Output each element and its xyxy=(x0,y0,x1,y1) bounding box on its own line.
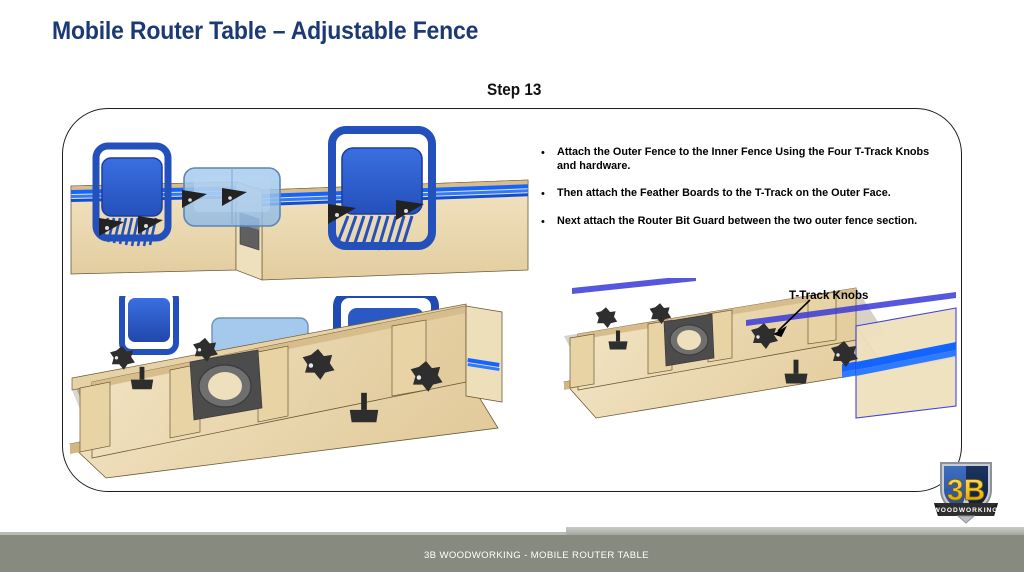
bullet-icon: • xyxy=(541,216,545,229)
feather-board-left xyxy=(92,142,172,247)
list-item-text: Attach the Outer Fence to the Inner Fenc… xyxy=(557,146,930,172)
bullet-icon: • xyxy=(541,147,545,159)
list-item: • Next attach the Router Bit Guard betwe… xyxy=(541,215,953,229)
fence-right-endcap xyxy=(465,305,503,403)
callout-t-track-knobs: T-Track Knobs xyxy=(789,288,869,302)
t-track-knob-labeled xyxy=(751,323,778,349)
feather-board-right xyxy=(328,126,436,251)
t-track-and-outline xyxy=(572,278,957,419)
footer-accent-left xyxy=(0,532,566,535)
list-item: • Then attach the Feather Boards to the … xyxy=(541,187,953,201)
list-item-text: Next attach the Router Bit Guard between… xyxy=(557,215,918,228)
logo-mark-text: 3B xyxy=(947,474,985,507)
callout-arrow xyxy=(773,299,811,337)
list-item: • Attach the Outer Fence to the Inner Fe… xyxy=(541,146,953,173)
instruction-list: • Attach the Outer Fence to the Inner Fe… xyxy=(541,146,953,243)
t-track-knob-group xyxy=(110,337,443,423)
dust-port-opening-right xyxy=(663,313,715,367)
illustration-fence-front-view xyxy=(66,118,536,293)
footer-band: 3B WOODWORKING - MOBILE ROUTER TABLE xyxy=(0,535,1024,572)
content-frame-border xyxy=(62,108,962,492)
illustration-outer-fence-iso xyxy=(556,278,960,434)
illustration-fence-assembly-rear xyxy=(62,296,532,488)
page-title: Mobile Router Table – Adjustable Fence xyxy=(52,17,479,45)
bullet-icon: • xyxy=(541,188,545,201)
footer-accent-right xyxy=(566,527,1024,535)
router-bit-guard xyxy=(182,167,281,227)
list-item-text: Then attach the Feather Boards to the T-… xyxy=(557,187,891,200)
step-heading: Step 13 xyxy=(487,80,542,99)
logo-wordmark-text: WOODWORKING xyxy=(934,507,999,514)
dust-port-opening xyxy=(189,349,263,421)
t-track-knob-group-right xyxy=(595,303,858,384)
clamp-knob-left xyxy=(99,218,124,236)
footer-text: 3B WOODWORKING - MOBILE ROUTER TABLE xyxy=(424,550,649,561)
brand-logo: 3B WOODWORKING xyxy=(928,450,1004,524)
clamp-knob-right xyxy=(138,216,163,234)
